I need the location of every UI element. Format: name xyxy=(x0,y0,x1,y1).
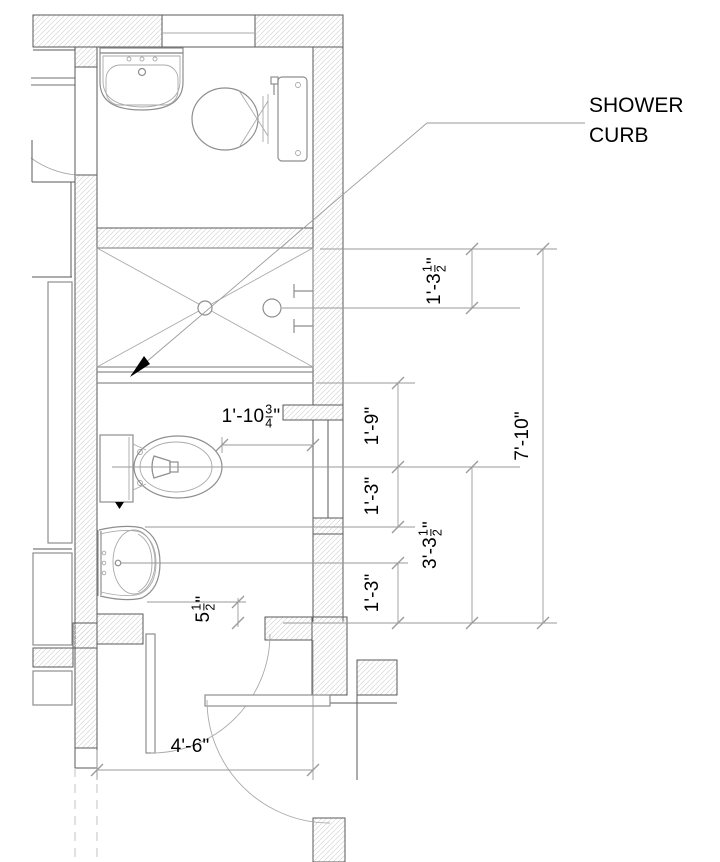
dim-toilet-to-sink: 1'-3" xyxy=(362,476,383,516)
upper-toilet-tank xyxy=(277,76,308,162)
leader-arrowhead xyxy=(130,356,150,377)
shower-curb-label-line1: SHOWER xyxy=(589,94,684,117)
supply-stub xyxy=(115,502,124,509)
shower-curb-label-line2: CURB xyxy=(589,124,649,147)
shower-pan xyxy=(96,247,314,368)
shower-curb-leader xyxy=(130,122,585,377)
faucet-hole xyxy=(126,56,132,62)
walls xyxy=(32,14,398,862)
flush-lever xyxy=(270,76,279,85)
faucet-hole xyxy=(101,570,107,576)
adjacent-cabinet xyxy=(32,670,73,706)
dim-curb-to-toilet: 1'-9" xyxy=(362,406,383,446)
adjacent-counter xyxy=(47,281,73,544)
dashed-wall-continuation xyxy=(74,768,98,862)
door-left xyxy=(145,633,271,754)
window xyxy=(161,14,256,48)
sink-basin xyxy=(112,529,156,595)
shower-supply-fittings xyxy=(293,284,313,333)
shower-valve xyxy=(262,298,282,318)
door-main xyxy=(204,694,331,824)
dimension-ticks xyxy=(90,242,550,777)
flush-valve xyxy=(151,455,171,479)
upper-sink xyxy=(99,47,184,111)
faucet-hole xyxy=(152,56,158,62)
door-leaf xyxy=(145,633,156,754)
faucet-hole xyxy=(101,560,107,566)
shower xyxy=(96,247,314,384)
wall-end-cap xyxy=(74,747,98,769)
upper-toilet xyxy=(191,76,308,162)
drain-hole xyxy=(137,67,147,77)
adjacent-closet xyxy=(32,552,73,646)
door-swing xyxy=(150,633,271,754)
sink-drain xyxy=(114,559,122,567)
door-swing xyxy=(206,699,331,824)
dim-overall-depth: 7'-10" xyxy=(512,411,533,461)
lower-toilet-tank xyxy=(99,434,134,503)
door-leaf xyxy=(204,694,331,707)
faucet-hole xyxy=(101,550,107,556)
dim-door-opening: 4'-6" xyxy=(170,736,210,757)
adjacent-room xyxy=(30,47,98,706)
shower-curb-label: SHOWER CURB xyxy=(589,91,684,151)
wall-niche xyxy=(312,419,344,519)
dimension-lines xyxy=(96,248,557,780)
lower-toilet xyxy=(99,434,223,509)
dim-sink-to-wall: 1'-3" xyxy=(362,573,383,613)
faucet-hole xyxy=(139,56,145,62)
adjacent-door-swing xyxy=(30,157,77,176)
shower-drain xyxy=(197,300,213,316)
